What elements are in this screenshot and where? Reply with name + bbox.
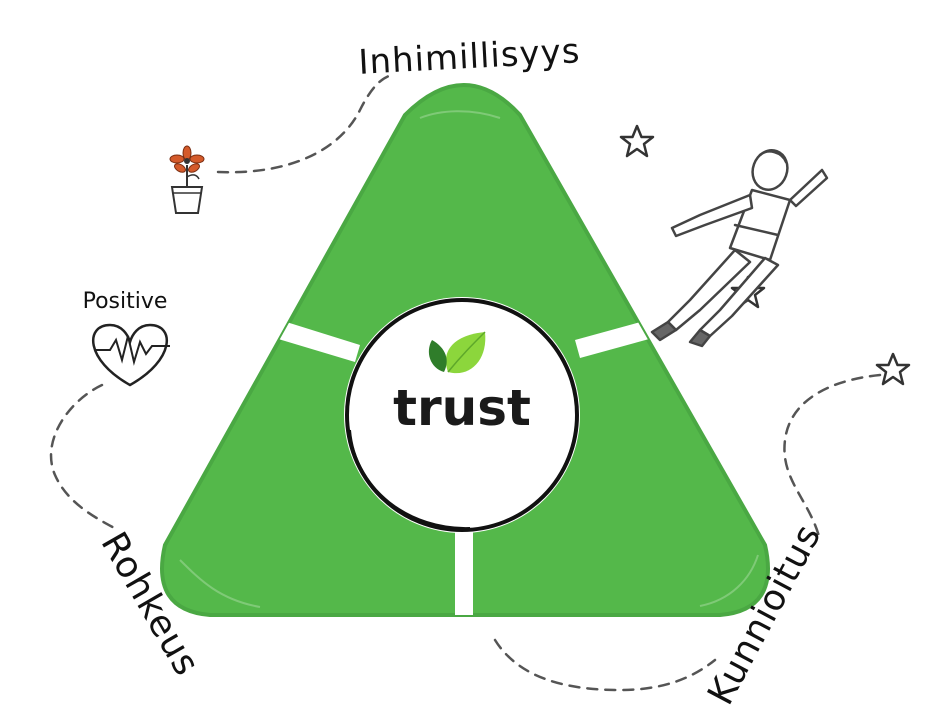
dashed-path-top <box>216 73 394 174</box>
dashed-path-left <box>49 383 120 532</box>
star-icon <box>619 124 655 158</box>
dashed-connectors <box>49 73 882 692</box>
center-circle-outline <box>345 298 579 532</box>
center-label: trust <box>393 379 531 437</box>
top-label: Inhimillisyys <box>357 31 581 83</box>
positive-label: Positive <box>83 289 168 314</box>
leaf-icon <box>428 331 486 374</box>
dashed-path-right-upper <box>783 373 882 542</box>
center-circle: trust <box>344 297 580 533</box>
dashed-path-bottom <box>493 638 717 692</box>
heart-pulse-icon <box>92 323 170 387</box>
flower-pot-icon <box>169 145 205 214</box>
star-icon <box>875 352 911 386</box>
triangle-texture <box>179 110 759 608</box>
flying-person-icon <box>650 149 829 348</box>
triangle-dividers <box>275 318 660 615</box>
